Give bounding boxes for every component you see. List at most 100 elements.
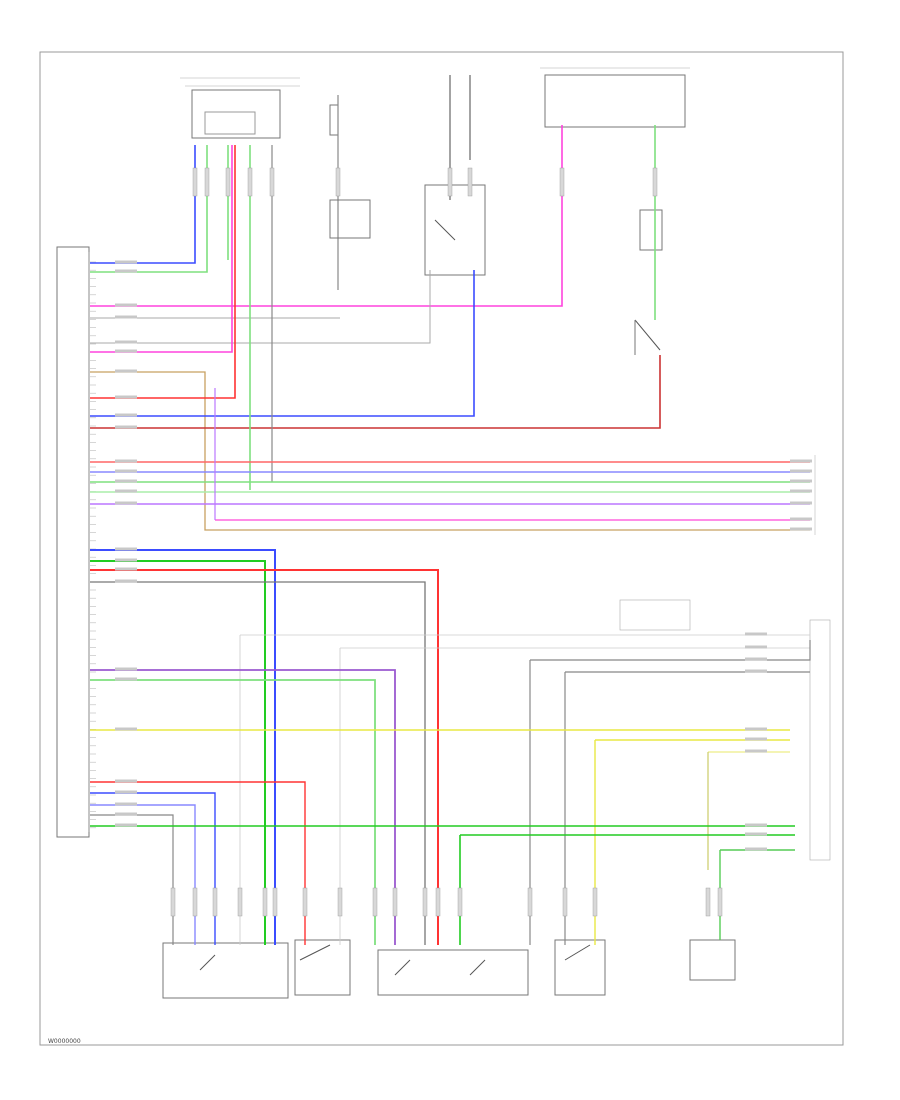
wire-label-mark [115,479,137,483]
connector-pin-mark [212,887,218,917]
connector-pin-mark [225,167,231,197]
engine-speed-sensor [689,939,736,981]
wire-label-mark [115,547,137,551]
connector-pin-mark [262,887,268,917]
wire-pink-main [90,125,563,307]
wire-purple-lower [90,669,396,945]
wire-label-mark [745,749,767,753]
footer-code: W0000000 [48,1038,81,1045]
wire-gray-2 [90,270,431,344]
ac-pressure-sensor [180,77,300,139]
connector-pin-mark [422,887,428,917]
speed-sensor-switch [634,319,661,355]
wire-label-mark [115,260,137,264]
connector-pin-mark [237,887,243,917]
connector-pin-mark [247,167,253,197]
wire-label-mark [115,315,137,319]
connector-pin-mark [204,167,210,197]
wire-label-mark [790,469,812,473]
wire-label-mark [115,369,137,373]
wire-label-mark [745,669,767,673]
wire-pink-2 [90,145,233,353]
output-speed-sensor [294,939,351,996]
wire-label-mark [115,727,137,731]
wire-blue-2 [90,270,475,417]
relay-component [329,199,371,239]
atf-temp-sensor [554,939,606,996]
wire-label-mark [115,790,137,794]
wire-label-mark [115,501,137,505]
wire-label-mark [115,413,137,417]
pin-labels [115,167,812,917]
connector-pin-mark [192,167,198,197]
wire-lightgreen-top [90,145,208,273]
ignition-switch [424,75,486,276]
wire-label-mark [115,802,137,806]
wire-label-mark [745,737,767,741]
ecm-pin-ticks [90,261,96,829]
wire-label-mark [790,527,812,531]
connector-pin-mark [435,887,441,917]
connector-pin-mark [192,887,198,917]
wire-label-mark [115,459,137,463]
wire-label-mark [745,632,767,636]
wire-label-mark [115,349,137,353]
wire-red-lower [90,569,439,945]
wire-green-lower2 [90,679,376,945]
wire-label-mark [115,303,137,307]
wire-label-mark [115,579,137,583]
connector-pin-mark [302,887,308,917]
fuse-block-top-right [540,67,690,128]
connector-pin-mark [705,887,711,917]
transmission-solenoid [377,949,529,996]
wire-gray-b3 [90,814,174,945]
connector-pin-mark [717,887,723,917]
wire-label-mark [115,469,137,473]
wire-label-mark [115,425,137,429]
wire-label-mark [115,823,137,827]
wire-label-mark [115,812,137,816]
connector-pin-mark [372,887,378,917]
wire-darkred-1 [90,355,661,429]
connector-pin-mark [652,167,658,197]
wire-label-mark [115,667,137,671]
ecm-connector-block [56,246,90,838]
wire-label-mark [790,501,812,505]
connector-pin-mark [337,887,343,917]
wire-blue-top [90,145,196,264]
wire-green-lower [90,560,266,945]
wire-label-mark [115,779,137,783]
connector-pin-mark [457,887,463,917]
wire-red-1 [90,145,236,399]
wire-label-mark [745,832,767,836]
diagram-frame [39,51,844,1046]
wire-red-bottom [90,781,306,945]
wire-label-mark [115,395,137,399]
wire-label-mark [790,489,812,493]
connector-pin-mark [592,887,598,917]
wire-label-mark [790,479,812,483]
od-switch-cluster [619,599,831,861]
wire-gray-lower [90,581,426,945]
connector-pin-mark [447,167,453,197]
wire-label-mark [115,269,137,273]
wire-harness [90,125,811,945]
connector-pin-mark [335,167,341,197]
wire-label-mark [745,645,767,649]
connector-pin-mark [392,887,398,917]
transmission-control-switch [162,942,289,999]
wire-label-mark [115,677,137,681]
wire-label-mark [115,489,137,493]
wire-gray-r1 [530,640,811,661]
wire-blue-lower [90,549,276,945]
wire-label-mark [745,657,767,661]
wire-blue-b1 [90,792,216,945]
wire-label-mark [790,517,812,521]
connector-pin-mark [170,887,176,917]
connector-pin-mark [272,887,278,917]
wire-label-mark [745,847,767,851]
connector-pin-mark [269,167,275,197]
wire-tan-1 [90,371,810,531]
connector-pin-mark [562,887,568,917]
